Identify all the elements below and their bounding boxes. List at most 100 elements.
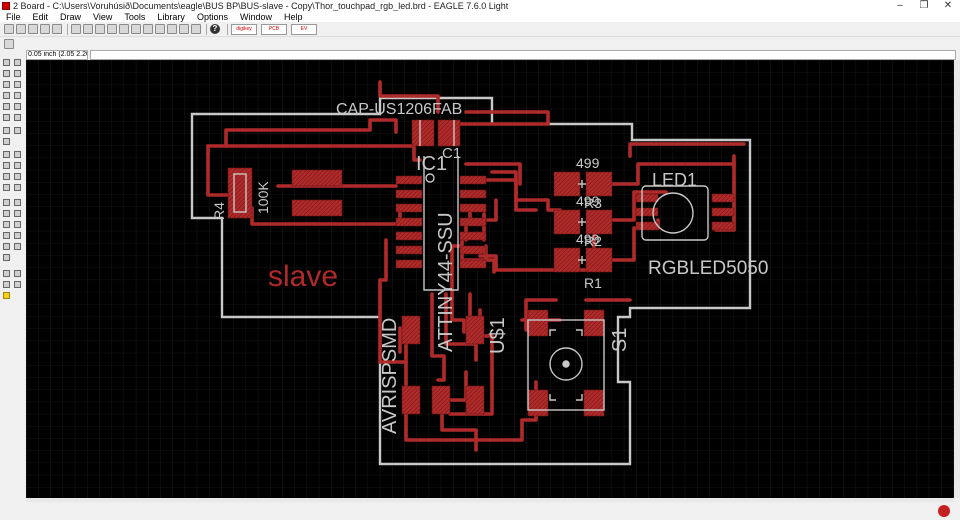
- via-icon[interactable]: [3, 232, 10, 239]
- zoom-select-icon[interactable]: [143, 24, 153, 34]
- minimize-button[interactable]: –: [897, 0, 903, 11]
- r2-label: R2: [584, 233, 602, 249]
- arc-icon[interactable]: [14, 210, 21, 217]
- stop-icon[interactable]: [938, 505, 950, 517]
- rotate-icon[interactable]: [14, 92, 21, 99]
- display-icon[interactable]: [3, 70, 10, 77]
- warning-icon[interactable]: [3, 292, 10, 299]
- print-icon[interactable]: [28, 24, 38, 34]
- zoom-fit-icon[interactable]: [95, 24, 105, 34]
- menu-tools[interactable]: Tools: [124, 11, 146, 22]
- optimize-icon[interactable]: [14, 173, 21, 180]
- menu-window[interactable]: Window: [239, 11, 272, 22]
- menu-bar: File Edit Draw View Tools Library Option…: [0, 11, 960, 22]
- title-bar: 2 Board - C:\Users\Voruhúsið\Documents\e…: [0, 0, 960, 11]
- save-icon[interactable]: [16, 24, 26, 34]
- change-icon[interactable]: [14, 103, 21, 110]
- miter-icon[interactable]: [14, 162, 21, 169]
- pcb-service-button[interactable]: PCB: [261, 23, 287, 35]
- r4-value-label: 100K: [255, 181, 271, 214]
- ripup-icon[interactable]: [14, 184, 21, 191]
- s1-label: S1: [609, 328, 631, 352]
- r-value-1-label: 499: [576, 155, 600, 171]
- lock-icon[interactable]: [3, 138, 10, 145]
- value-icon[interactable]: [14, 151, 21, 158]
- erc-icon[interactable]: [3, 281, 10, 288]
- move-icon[interactable]: [3, 81, 10, 88]
- window-title: 2 Board - C:\Users\Voruhúsið\Documents\e…: [13, 0, 509, 11]
- ulp-icon[interactable]: [83, 24, 93, 34]
- r3-label: R3: [584, 195, 602, 211]
- c1-label: C1: [442, 145, 461, 162]
- show-icon[interactable]: [14, 59, 21, 66]
- mirror-icon[interactable]: [3, 92, 10, 99]
- zoom-out-icon[interactable]: [119, 24, 129, 34]
- circle-icon[interactable]: [3, 210, 10, 217]
- smash-icon[interactable]: [3, 162, 10, 169]
- undo-icon[interactable]: [155, 24, 165, 34]
- menu-edit[interactable]: Edit: [32, 11, 49, 22]
- drc-icon[interactable]: [14, 281, 21, 288]
- wire-icon[interactable]: [3, 199, 10, 206]
- main-toolbar: ? digikey PCB EV: [0, 22, 960, 37]
- board-switch-icon[interactable]: [52, 24, 62, 34]
- status-bar: [0, 502, 960, 520]
- add-icon[interactable]: [3, 127, 10, 134]
- eval-button[interactable]: EV: [291, 23, 317, 35]
- vertical-scrollbar[interactable]: [954, 60, 960, 498]
- isp-package-label: AVRISPSMD: [379, 318, 401, 434]
- menu-options[interactable]: Options: [196, 11, 228, 22]
- usd-label: U$1: [487, 317, 509, 354]
- split-icon[interactable]: [3, 173, 10, 180]
- close-button[interactable]: ✕: [943, 0, 953, 11]
- copy-icon[interactable]: [14, 81, 21, 88]
- mark-icon[interactable]: [14, 70, 21, 77]
- group-icon[interactable]: [3, 103, 10, 110]
- eagle-app-icon: [2, 1, 10, 10]
- polygon-icon[interactable]: [14, 221, 21, 228]
- menu-file[interactable]: File: [6, 11, 21, 22]
- grid-icon[interactable]: [4, 38, 14, 49]
- pcb-layout: CAP-US1206FAB C1 IC1 R4 100K ATTINY44-SS…: [26, 60, 954, 498]
- cam-icon[interactable]: [40, 24, 50, 34]
- menu-library[interactable]: Library: [157, 11, 185, 22]
- rect-icon[interactable]: [3, 221, 10, 228]
- menu-help[interactable]: Help: [283, 11, 303, 22]
- go-icon[interactable]: [191, 24, 201, 34]
- horizontal-scrollbar[interactable]: [26, 498, 954, 502]
- r1-label: R1: [584, 275, 602, 291]
- replace-icon[interactable]: [14, 127, 21, 134]
- layer-toolbar: [0, 37, 960, 50]
- command-input[interactable]: [90, 50, 956, 60]
- delete-icon[interactable]: [14, 114, 21, 121]
- slave-label: slave: [268, 260, 338, 293]
- text-icon[interactable]: [14, 199, 21, 206]
- paste-icon[interactable]: [3, 114, 10, 121]
- menu-view[interactable]: View: [93, 11, 113, 22]
- help-icon[interactable]: ?: [210, 24, 220, 34]
- hole-icon[interactable]: [3, 243, 10, 250]
- zoom-in-icon[interactable]: [107, 24, 117, 34]
- info-icon[interactable]: [3, 59, 10, 66]
- chip-package-label: ATTINY44-SSU: [435, 212, 457, 352]
- redo-icon[interactable]: [167, 24, 177, 34]
- attribute-icon[interactable]: [14, 243, 21, 250]
- dimension-icon[interactable]: [3, 254, 10, 261]
- route-icon[interactable]: [3, 184, 10, 191]
- cap-package-label: CAP-US1206FAB: [336, 101, 462, 118]
- open-icon[interactable]: [4, 24, 14, 34]
- maximize-button[interactable]: ❐: [919, 0, 929, 11]
- name-icon[interactable]: [3, 151, 10, 158]
- silkscreen: [233, 120, 709, 411]
- digikey-button[interactable]: digikey: [231, 23, 257, 35]
- script-icon[interactable]: [71, 24, 81, 34]
- board-canvas[interactable]: CAP-US1206FAB C1 IC1 R4 100K ATTINY44-SS…: [26, 60, 954, 498]
- menu-draw[interactable]: Draw: [60, 11, 82, 22]
- grid-background: [26, 60, 954, 498]
- auto-icon[interactable]: [14, 270, 21, 277]
- signal-icon[interactable]: [14, 232, 21, 239]
- ratsnest-icon[interactable]: [3, 270, 10, 277]
- zoom-redraw-icon[interactable]: [131, 24, 141, 34]
- led1-label: LED1: [652, 170, 697, 190]
- stop-command-icon[interactable]: [179, 24, 189, 34]
